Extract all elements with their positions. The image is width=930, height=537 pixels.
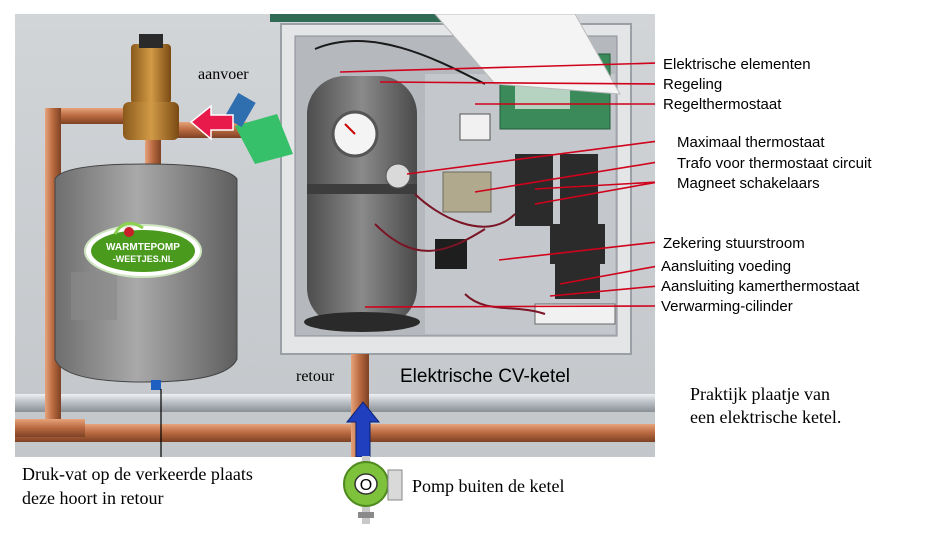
label-magneet-schakelaars: Magneet schakelaars <box>677 175 820 192</box>
drukvat-line-1: Druk-vat op de verkeerde plaats <box>22 464 253 484</box>
logo-line-2: -WEETJES.NL <box>113 254 174 264</box>
aanvoer-label: aanvoer <box>198 66 249 83</box>
pointer-lines <box>339 62 655 308</box>
drukvat-line-2: deze hoort in retour <box>22 488 164 508</box>
boiler-photo: WARMTEPOMP -WEETJES.NL <box>15 14 655 457</box>
retour-label: retour <box>296 368 335 385</box>
ketel-title: Elektrische CV-ketel <box>400 366 571 387</box>
label-elektrische-elementen: Elektrische elementen <box>663 56 811 73</box>
label-aansluiting-voeding: Aansluiting voeding <box>661 258 792 275</box>
drukvat-note: Druk-vat op de verkeerde plaats deze hoo… <box>22 462 253 510</box>
photo-illustration: WARMTEPOMP -WEETJES.NL <box>15 14 655 457</box>
label-regelthermostaat: Regelthermostaat <box>663 96 782 113</box>
arrow-left-icon <box>189 104 234 141</box>
pomp-label: Pomp buiten de ketel <box>412 476 565 496</box>
label-regeling: Regeling <box>663 76 723 93</box>
pump-symbol: O <box>360 477 372 494</box>
caption-line-1: Praktijk plaatje van <box>690 384 830 404</box>
label-zekering: Zekering stuurstroom <box>663 235 805 252</box>
label-aansluiting-kamerthermostaat: Aansluiting kamerthermostaat <box>661 278 860 295</box>
label-verwarming-cilinder: Verwarming-cilinder <box>661 298 793 315</box>
caption-line-2: een elektrische ketel. <box>690 407 842 427</box>
label-maximaal-thermostaat: Maximaal thermostaat <box>677 134 825 151</box>
pump-icon: O <box>338 456 408 524</box>
label-trafo: Trafo voor thermostaat circuit <box>677 155 872 172</box>
warmtepomp-logo: WARMTEPOMP -WEETJES.NL <box>84 221 202 278</box>
caption: Praktijk plaatje van een elektrische ket… <box>690 383 841 429</box>
arrow-up-icon <box>345 401 381 457</box>
logo-line-1: WARMTEPOMP <box>106 242 180 253</box>
